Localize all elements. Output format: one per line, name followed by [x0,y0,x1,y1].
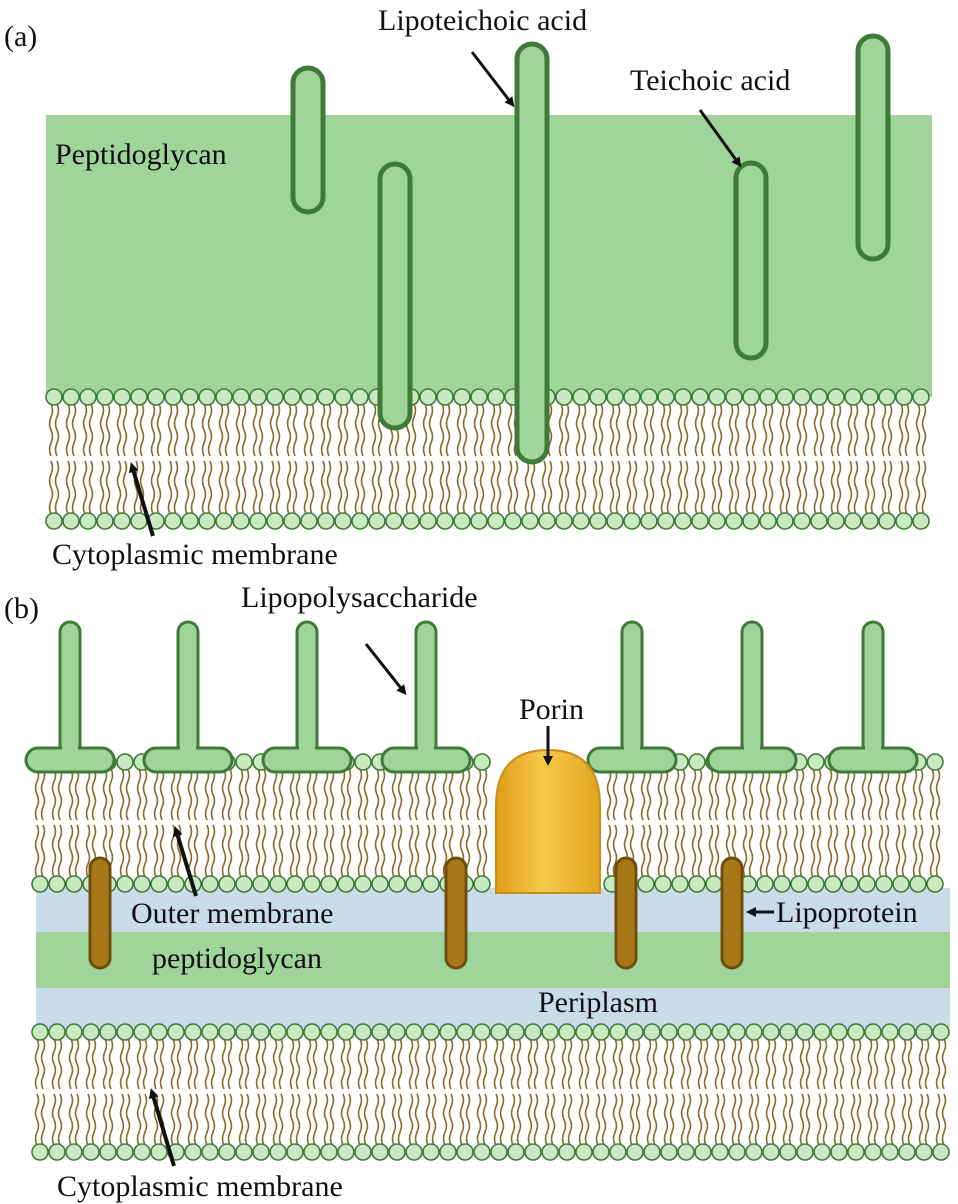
lps-molecule [380,620,472,774]
panel-b: (b) Lipopolysaccharide Porin Outer membr… [4,581,950,1203]
teichoic-rod [855,33,891,262]
lipopolysaccharide-arrow [364,643,407,696]
lps-molecule [586,620,678,774]
porin [495,748,601,898]
outer-membrane [31,753,944,893]
cytoplasmic-membrane-arrow-b [148,1088,176,1167]
lipoprotein-rod [614,856,638,970]
outer-membrane-arrow [172,826,198,897]
lps-stem [861,620,885,764]
teichoic-rod [733,160,769,361]
lipid-tails [48,403,927,515]
lps-stem [620,620,644,764]
lipid-heads [31,1023,950,1161]
lps-molecule [706,620,798,774]
lipid-heads [603,753,944,893]
teichoic-rod [290,65,326,215]
lps-stem [176,620,200,764]
lipopolysaccharide-label: Lipopolysaccharide [241,581,478,614]
lipoteichoic-acid-arrow [470,51,515,108]
lps-molecule [827,620,919,774]
cytoplasmic-membrane-a [45,388,930,530]
periplasm-lower [36,988,950,1028]
lps-molecule [261,620,353,774]
teichoic-rod [377,161,413,431]
panel-b-tag: (b) [4,592,39,625]
lps-molecule [142,620,234,774]
lipid-heads [45,388,930,530]
lipid-tails [606,768,941,878]
periplasm-upper [36,888,950,934]
lipid-tails [34,768,488,878]
lipid-tails [34,1038,947,1146]
lps-stem [414,620,438,764]
outer-membrane-label: Outer membrane [131,897,333,930]
peptidoglycan-label-b: peptidoglycan [152,942,322,975]
cytoplasmic-membrane-b [31,1023,950,1161]
periplasm-label: Periplasm [538,986,658,1019]
lipoprotein-label: Lipoprotein [776,896,918,929]
panel-a: (a) Peptidoglycan Lipoteichoic acid Teic… [4,4,932,571]
peptidoglycan-label-a: Peptidoglycan [55,138,227,171]
panel-a-tag: (a) [4,20,37,53]
cytoplasmic-membrane-label-b: Cytoplasmic membrane [57,1170,343,1203]
cytoplasmic-membrane-label-a: Cytoplasmic membrane [52,538,338,571]
lipoprotein-rod [720,856,744,970]
lipoprotein-rod [444,856,468,970]
teichoic-rod [514,41,550,465]
lps-molecule [24,620,116,774]
lps-stem [58,620,82,764]
teichoic-acid-arrow [698,109,742,168]
teichoic-acid-label: Teichoic acid [630,64,790,97]
lipoprotein-rod [88,856,112,970]
lps-stem [295,620,319,764]
lipopolysaccharide-molecules [24,620,919,774]
cytoplasmic-membrane-arrow-a [128,462,155,537]
lipoproteins [88,856,744,970]
porin-label: Porin [519,693,584,726]
lipoteichoic-acid-label: Lipoteichoic acid [378,4,587,37]
peptidoglycan-layer-a [46,115,932,397]
lps-stem [740,620,764,764]
peptidoglycan-layer-b [36,932,950,990]
teichoic-rods [290,33,891,465]
